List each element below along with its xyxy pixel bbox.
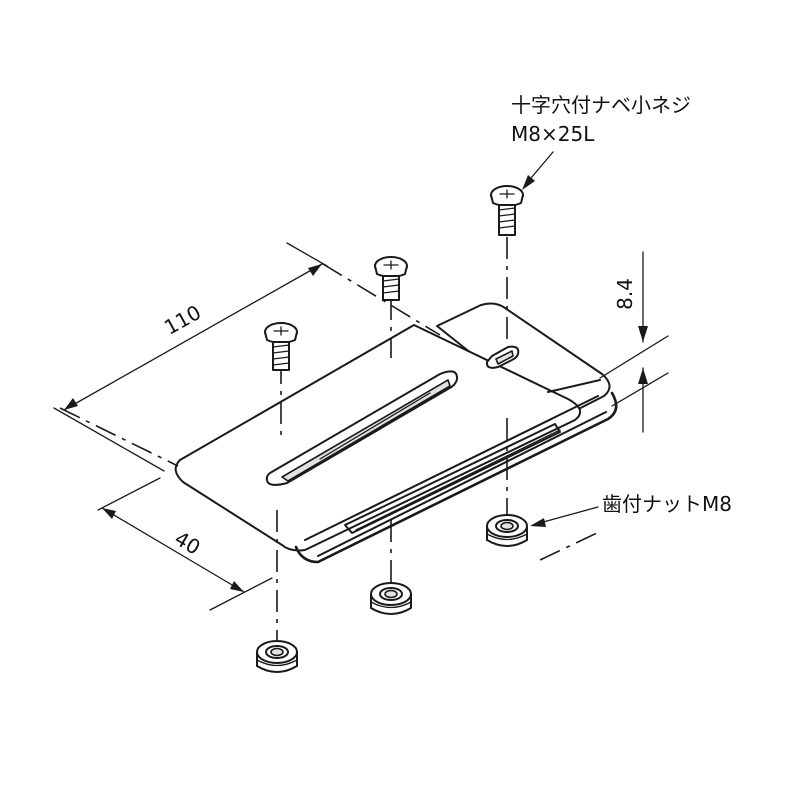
center-lines bbox=[59, 237, 598, 642]
folded-edge bbox=[294, 391, 618, 564]
dimension-thickness-label: 8.4 bbox=[613, 278, 637, 310]
screw-callout: 十字穴付ナベ小ネジ M8×25L bbox=[511, 93, 691, 190]
screw-1 bbox=[264, 322, 298, 371]
screw-spec-label: M8×25L bbox=[511, 122, 595, 146]
long-slot bbox=[265, 370, 459, 486]
screw-name-label: 十字穴付ナベ小ネジ bbox=[511, 93, 691, 117]
lower-plate bbox=[436, 302, 611, 421]
screw-3 bbox=[490, 185, 524, 236]
nut-1 bbox=[256, 640, 298, 673]
nut-3 bbox=[486, 514, 528, 547]
screw-2 bbox=[374, 256, 408, 301]
dimension-width-label: 40 bbox=[170, 526, 204, 560]
nut-2 bbox=[370, 582, 412, 615]
nut-callout: 歯付ナットM8 bbox=[530, 492, 732, 527]
nut-name-label: 歯付ナットM8 bbox=[602, 492, 732, 516]
dimension-thickness: 8.4 bbox=[599, 251, 669, 433]
short-slot bbox=[485, 345, 520, 369]
